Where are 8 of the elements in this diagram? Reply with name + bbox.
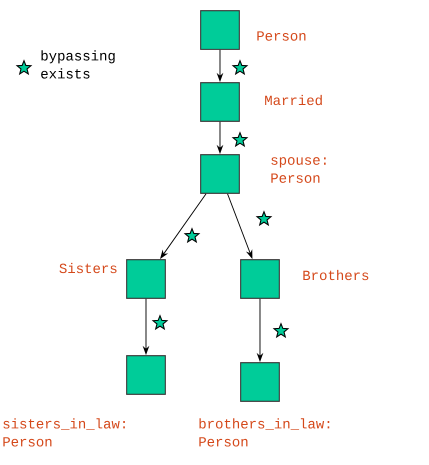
legend-text: bypassing exists: [41, 50, 115, 79]
node-label: Sisters: [59, 262, 117, 274]
node-label: Brothers: [303, 270, 368, 280]
node-label: Married: [265, 94, 322, 106]
node-label: Person: [257, 31, 306, 41]
node-label: brothers_in_law: Person: [199, 418, 330, 447]
node-label: spouse: Person: [271, 157, 326, 183]
node-label: sisters_in_law: Person: [3, 418, 125, 447]
